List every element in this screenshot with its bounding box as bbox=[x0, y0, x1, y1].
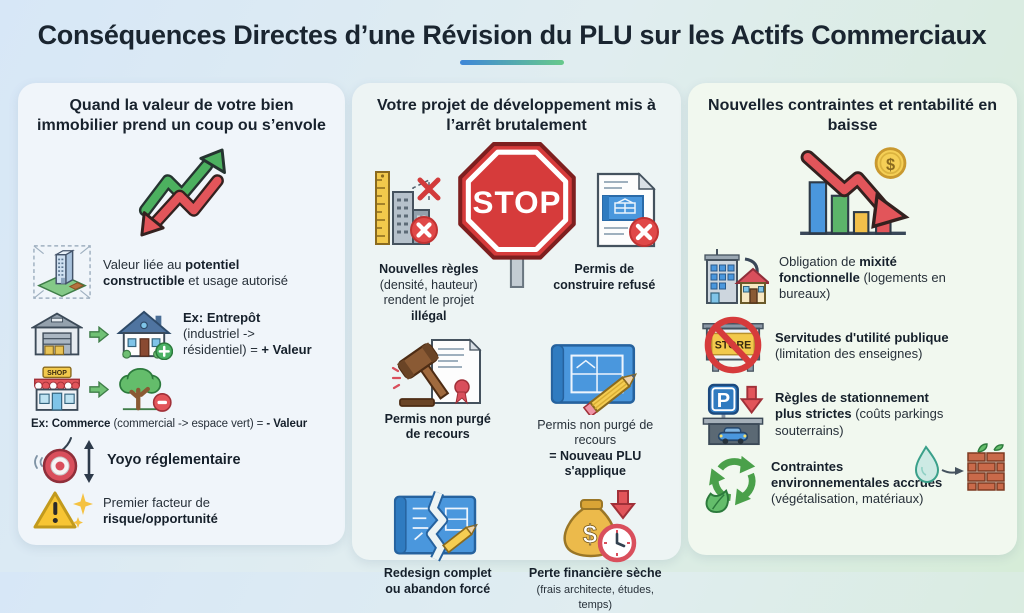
ruler-building-rejected-icon bbox=[372, 166, 442, 250]
torn-blueprint-icon bbox=[390, 489, 486, 563]
svg-text:$: $ bbox=[885, 156, 894, 174]
caption-new-plu-applies: Permis non purgé de recours= Nouveau PLU… bbox=[537, 417, 654, 479]
caption-financial-loss: Perte financière sèche(frais architecte,… bbox=[528, 566, 662, 612]
item-text-commerce: Ex: Commerce (commercial -> espace vert)… bbox=[31, 418, 308, 430]
infographic: Conséquences Directes d’une Révision du … bbox=[18, 20, 1017, 611]
item-text-yoyo: Yoyo réglementaire bbox=[107, 452, 241, 469]
yoyo-icon bbox=[31, 436, 97, 484]
panels-row: Quand la valeur de votre bien immobilier… bbox=[18, 83, 1017, 611]
title-accent-underline bbox=[460, 60, 564, 65]
item-text-servitudes: Servitudes d'utilité publique(limitation… bbox=[775, 329, 949, 361]
caption-new-rules: Nouvelles règles(densité, hauteur)renden… bbox=[379, 262, 479, 323]
item-text-entrepot: Ex: Entrepôt(industriel ->résidentiel) =… bbox=[183, 309, 312, 358]
blueprint-pencil-icon bbox=[546, 337, 644, 415]
warning-triangle-icon bbox=[31, 489, 93, 533]
shop-icon: SHOP bbox=[34, 366, 80, 411]
stop-sign-icon: STOP bbox=[456, 140, 578, 288]
svg-text:STOP: STOP bbox=[472, 185, 561, 220]
building-to-house-icon bbox=[701, 247, 769, 309]
up-down-trend-arrows-icon bbox=[31, 140, 332, 238]
warehouse-to-house-icons bbox=[31, 308, 173, 360]
panel-title-property-value: Quand la valeur de votre bien immobilier… bbox=[37, 97, 326, 134]
panel-project-stopped: Votre projet de développement mis à l’ar… bbox=[352, 83, 681, 611]
panel-constraints: Nouvelles contraintes et rentabilité en … bbox=[688, 83, 1017, 555]
arrow-right-icon bbox=[89, 380, 109, 398]
panel-title-project-stopped: Votre projet de développement mis à l’ar… bbox=[377, 97, 656, 134]
store-sign-banned-icon: STORE bbox=[701, 316, 765, 376]
shop-to-greenspace-icons: SHOP bbox=[31, 365, 332, 413]
money-loss-clock-icon: $ bbox=[551, 489, 639, 563]
svg-text:$: $ bbox=[583, 519, 598, 549]
panel-property-value: Quand la valeur de votre bien immobilier… bbox=[18, 83, 345, 545]
recycling-leaf-icon bbox=[701, 453, 761, 513]
permit-refused-icon bbox=[593, 170, 659, 250]
svg-text:P: P bbox=[717, 390, 730, 412]
svg-text:SHOP: SHOP bbox=[47, 370, 67, 377]
parking-restriction-icon: P bbox=[701, 383, 765, 446]
constructible-building-icon bbox=[31, 243, 93, 303]
arrow-right-icon bbox=[89, 325, 109, 343]
water-to-brick-icon bbox=[909, 443, 1007, 491]
page-title: Conséquences Directes d’une Révision du … bbox=[37, 20, 987, 50]
declining-profit-chart-icon: $ bbox=[701, 140, 1004, 240]
warehouse-icon bbox=[31, 312, 83, 356]
tree-minus-icon bbox=[119, 367, 172, 412]
house-plus-icon bbox=[116, 310, 173, 360]
panel-title-constraints: Nouvelles contraintes et rentabilité en … bbox=[708, 97, 997, 134]
gavel-document-icon bbox=[388, 337, 488, 409]
